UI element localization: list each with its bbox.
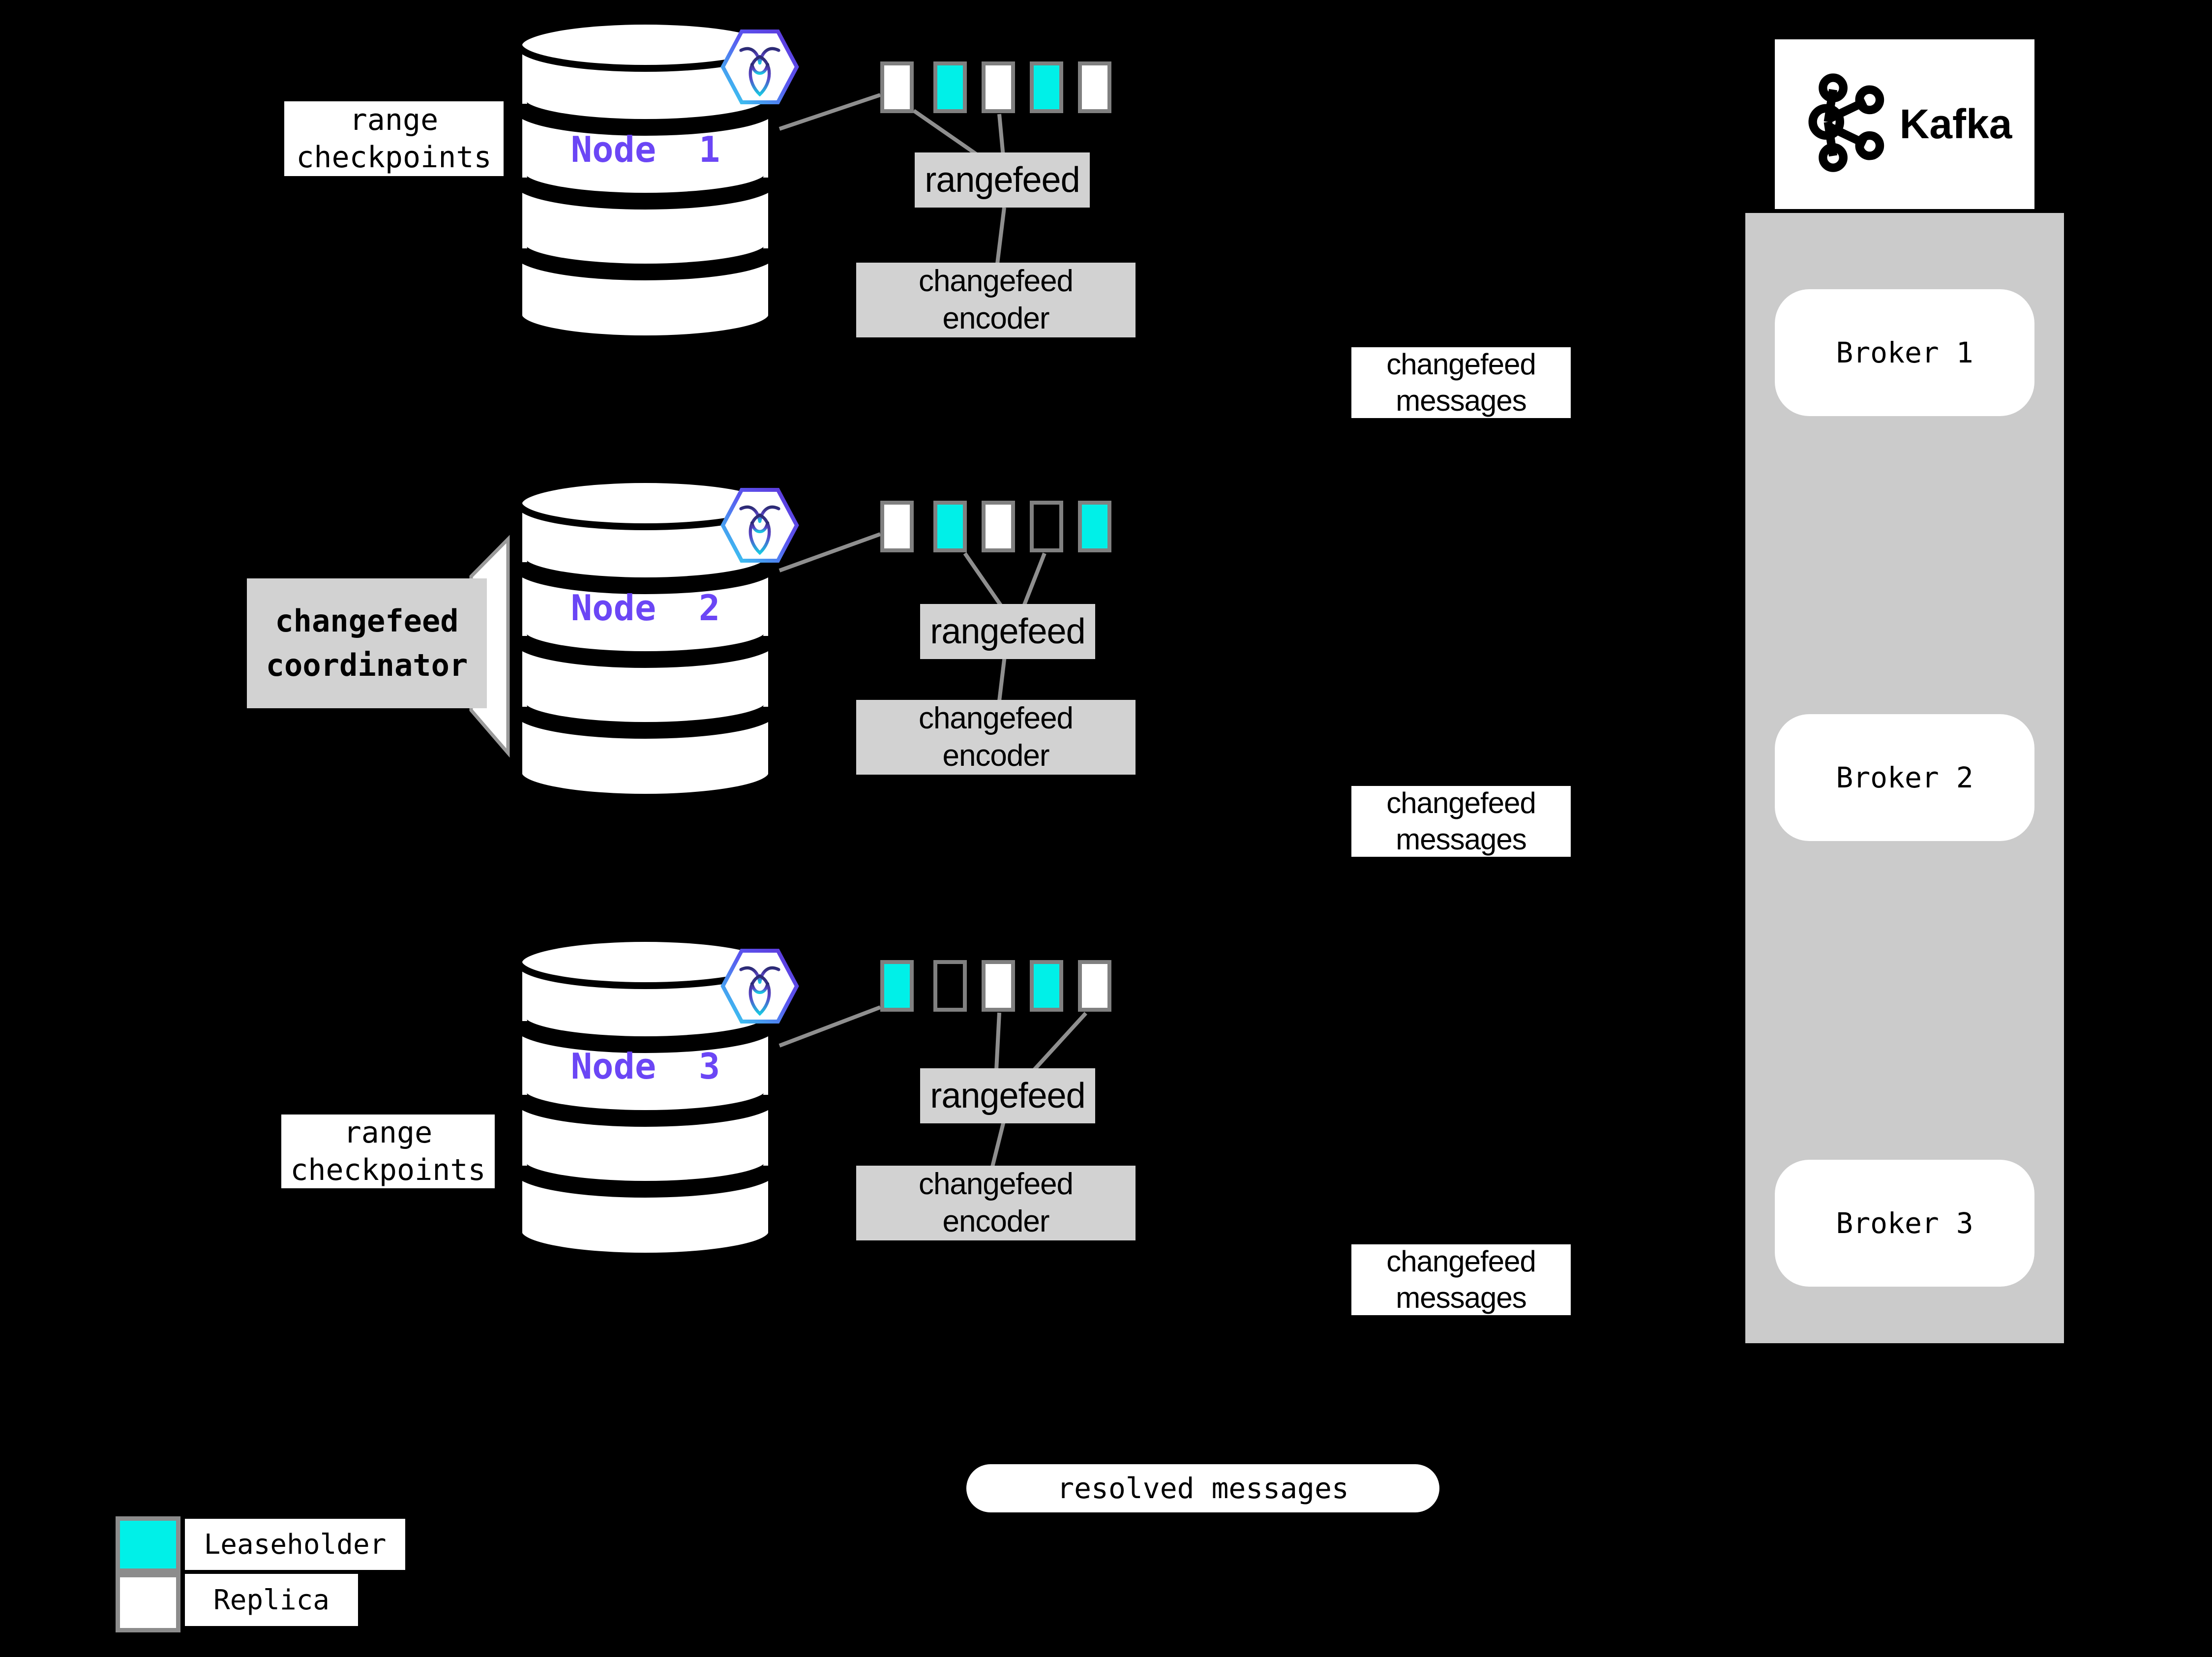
cockroachdb-logo-icon: [720, 30, 799, 104]
encoder-line1: changefeed: [918, 264, 1074, 298]
line-range-to-rangefeed-2b: [1022, 552, 1046, 607]
changefeed-messages-label-3: changefeed messages: [1351, 1244, 1571, 1315]
broker-1-box: Broker 1: [1775, 289, 2034, 416]
range-replica-square: [982, 960, 1015, 1012]
changefeed-encoder-box: changefeed encoder: [856, 700, 1136, 775]
messages-line2: messages: [1396, 823, 1526, 856]
kafka-logo-box: Kafka: [1775, 39, 2034, 209]
broker-2-box: Broker 2: [1775, 714, 2034, 841]
range-leaseholder-square: [1030, 960, 1063, 1012]
range-leaseholder-square: [1078, 501, 1111, 552]
messages-line1: changefeed: [1386, 786, 1536, 819]
encoder-line2: encoder: [942, 1205, 1049, 1238]
coordinator-line2: coordinator: [266, 647, 468, 683]
changefeed-encoder-box: changefeed encoder: [856, 263, 1136, 337]
line-range-to-rangefeed-3a: [994, 1012, 1001, 1071]
cockroachdb-logo-icon: [720, 949, 799, 1024]
range-checkpoints-label-node1: range checkpoints: [284, 101, 504, 176]
kafka-logo-icon: [1808, 73, 1884, 172]
line-node2-to-ranges: [778, 532, 881, 572]
resolved-messages-pill: resolved messages: [966, 1464, 1439, 1512]
range-leaseholder-square: [1030, 61, 1063, 113]
line-node3-to-ranges: [778, 1005, 881, 1048]
encoder-line2: encoder: [942, 301, 1049, 335]
range-checkpoints-line2: checkpoints: [290, 1153, 486, 1187]
line-rangefeed-to-encoder-2: [997, 651, 1007, 701]
kafka-sink-container: Broker 1 Broker 2 Broker 3: [1745, 213, 2064, 1343]
range-leaseholder-square: [933, 61, 967, 113]
messages-line1: changefeed: [1386, 1245, 1536, 1278]
range-empty-square: [1030, 501, 1063, 552]
changefeed-coordinator-box: changefeed coordinator: [247, 578, 487, 708]
changefeed-messages-label-1: changefeed messages: [1351, 347, 1571, 418]
line-rangefeed-to-encoder-3: [990, 1115, 1007, 1167]
range-checkpoints-line2: checkpoints: [296, 140, 492, 175]
line-node1-to-ranges: [778, 93, 881, 131]
range-checkpoints-line1: range: [343, 1115, 433, 1150]
legend-leaseholder-label: Leaseholder: [185, 1519, 405, 1570]
broker-3-box: Broker 3: [1775, 1160, 2034, 1287]
line-range-to-rangefeed-1b: [997, 114, 1005, 157]
range-leaseholder-square: [933, 501, 967, 552]
range-replica-square: [982, 501, 1015, 552]
range-checkpoints-line1: range: [349, 103, 439, 137]
line-range-to-rangefeed-3b: [1032, 1012, 1087, 1072]
line-range-to-rangefeed-1a: [912, 109, 981, 158]
legend-replica-label: Replica: [185, 1574, 358, 1626]
node2-label: Node 2: [570, 587, 720, 629]
range-checkpoints-label-node3: range checkpoints: [281, 1115, 495, 1188]
changefeed-messages-label-2: changefeed messages: [1351, 786, 1571, 857]
range-empty-square: [933, 960, 967, 1012]
arrowhead-into-broker3-icon: [2062, 1219, 2069, 1226]
messages-line1: changefeed: [1386, 348, 1536, 381]
node3-label: Node 3: [570, 1046, 720, 1087]
messages-line2: messages: [1396, 384, 1526, 417]
range-replica-square: [880, 61, 914, 113]
node1-label: Node 1: [570, 129, 720, 170]
rangefeed-box: rangefeed: [920, 1068, 1095, 1123]
encoder-line1: changefeed: [918, 1167, 1074, 1201]
line-rangefeed-to-encoder-1: [995, 207, 1006, 264]
legend-leaseholder-swatch: [116, 1516, 180, 1573]
changefeed-encoder-box: changefeed encoder: [856, 1166, 1136, 1240]
range-replica-square: [982, 61, 1015, 113]
range-leaseholder-square: [880, 960, 914, 1012]
range-replica-square: [880, 501, 914, 552]
kafka-wordmark: Kafka: [1899, 101, 2012, 147]
rangefeed-box: rangefeed: [915, 152, 1090, 208]
encoder-line1: changefeed: [918, 701, 1074, 735]
coordinator-line1: changefeed: [275, 603, 459, 639]
legend-replica-swatch: [116, 1573, 180, 1632]
range-replica-square: [1078, 960, 1111, 1012]
range-replica-square: [1078, 61, 1111, 113]
line-range-to-rangefeed-2a: [963, 552, 1003, 607]
messages-line2: messages: [1396, 1281, 1526, 1314]
rangefeed-box: rangefeed: [920, 604, 1095, 659]
encoder-line2: encoder: [942, 739, 1049, 773]
cockroachdb-logo-icon: [720, 488, 799, 563]
